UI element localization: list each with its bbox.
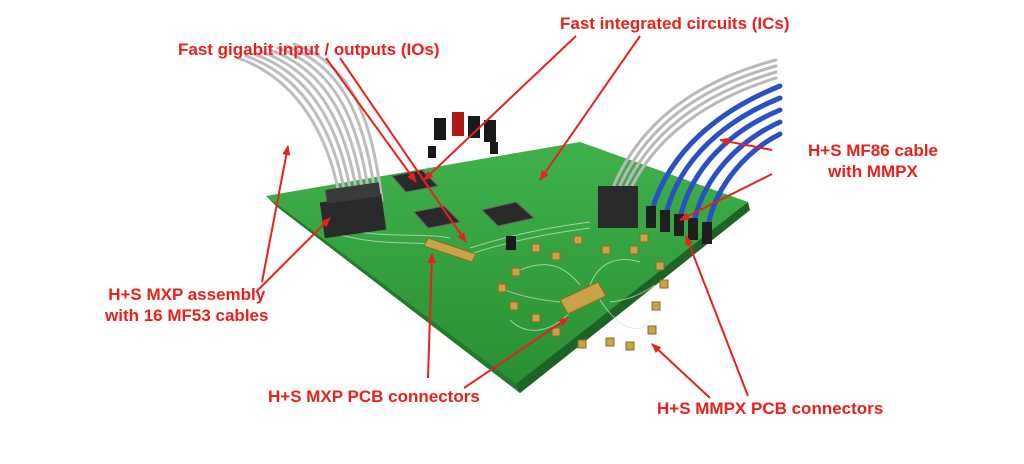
capacitors	[428, 112, 516, 250]
pcb-traces	[329, 221, 656, 331]
mxp-assembly-connector-right	[598, 186, 638, 228]
annotation-arrows	[255, 35, 773, 399]
cable-icon	[610, 58, 778, 192]
mmpx-pcb-label: H+S MMPX PCB connectors	[657, 399, 884, 418]
ic-chip-icon	[391, 169, 536, 229]
mf86-label: H+S MF86 cable with MMPX	[808, 140, 938, 182]
cable-icon	[649, 83, 783, 229]
ics-label: Fast integrated circuits (ICs)	[560, 14, 790, 33]
mmpx-cable-plugs	[646, 206, 712, 244]
mxp-assembly-connector	[319, 182, 387, 239]
mxp-assembly-label: H+S MXP assembly with 16 MF53 cables	[105, 284, 268, 326]
cable-icon	[236, 42, 384, 202]
mxp-pcb-connector	[423, 237, 607, 315]
mxp-assembly-label-line1: H+S MXP assembly	[108, 285, 266, 304]
ios-label: Fast gigabit input / outputs (IOs)	[178, 40, 440, 59]
mxp-assembly-label-line2: with 16 MF53 cables	[105, 306, 269, 325]
mxp-pcb-label: H+S MXP PCB connectors	[268, 387, 480, 406]
mf86-label-line1: H+S MF86 cable	[808, 141, 938, 160]
mf86-label-line2: with MMPX	[828, 162, 918, 181]
connector-icon	[497, 233, 669, 351]
